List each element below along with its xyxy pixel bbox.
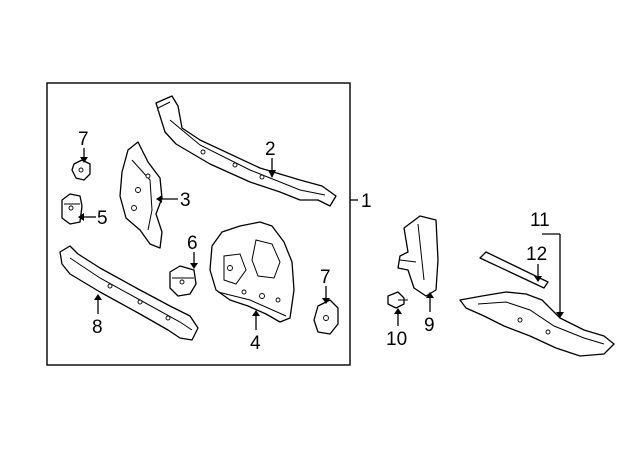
callout-11: 11 — [530, 210, 550, 231]
assembly-frame — [46, 82, 351, 366]
leader-7-right — [322, 286, 330, 304]
part-6-bracket — [169, 265, 197, 297]
leader-12 — [534, 264, 542, 282]
callout-5: 5 — [97, 208, 108, 229]
part-5-bracket — [61, 193, 83, 225]
part-4-center-panel — [209, 221, 295, 323]
part-9-vertical-bracket — [397, 215, 439, 297]
leader-11 — [542, 233, 564, 318]
leader-6 — [190, 252, 198, 269]
leader-9 — [426, 292, 434, 312]
callout-4: 4 — [250, 333, 261, 354]
part-3-side-panel — [119, 141, 163, 249]
part-12-strip — [479, 251, 549, 289]
part-7-bracket-left — [71, 159, 91, 181]
leader-3 — [156, 195, 178, 203]
part-10-bolt — [387, 291, 408, 309]
leader-8 — [94, 294, 102, 314]
callout-6: 6 — [187, 233, 198, 254]
callout-8: 8 — [92, 317, 103, 338]
leader-4 — [252, 310, 260, 330]
part-11-splash-shield — [459, 291, 615, 357]
callout-12: 12 — [526, 244, 547, 265]
callout-10: 10 — [386, 329, 407, 350]
callout-3: 3 — [180, 190, 191, 211]
leader-2 — [268, 158, 276, 178]
leader-10 — [394, 308, 402, 326]
part-2-upper-support — [155, 95, 337, 207]
callout-9: 9 — [424, 315, 435, 336]
callout-2: 2 — [265, 139, 276, 160]
part-7-bracket-right — [313, 299, 339, 335]
callout-7-right: 7 — [320, 267, 331, 288]
part-8-lower-support — [59, 245, 199, 341]
callout-1: 1 — [361, 191, 372, 212]
leader-7-left — [80, 148, 88, 163]
leader-5 — [78, 213, 96, 221]
callout-7-left: 7 — [78, 129, 89, 150]
